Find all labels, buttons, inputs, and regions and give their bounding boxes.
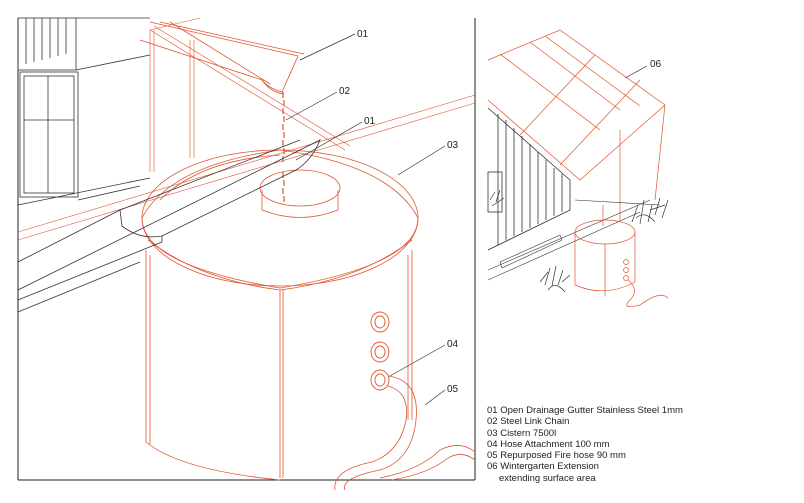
- overview-view: 06: [487, 29, 669, 307]
- wintergarten-roof: [487, 29, 666, 220]
- callout-01-top: 01: [357, 29, 369, 40]
- legend-item: 06 Wintergarten Extension: [487, 461, 599, 473]
- plants-overview: [489, 189, 669, 293]
- leader-lines: [285, 33, 446, 406]
- legend-item: 02 Steel Link Chain: [487, 416, 570, 428]
- callout-05: 05: [447, 384, 459, 395]
- detail-view: 01 02 01 03 04 05: [17, 17, 476, 491]
- legend-item: 05 Repurposed Fire hose 90 mm: [487, 450, 626, 462]
- facade-overview: [487, 107, 571, 251]
- callout-06: 06: [650, 59, 662, 70]
- steel-link-chain: [282, 92, 285, 202]
- callout-01-lower: 01: [364, 116, 376, 127]
- ground-overview: [487, 199, 661, 281]
- callout-04: 04: [447, 339, 459, 350]
- pergola: [17, 17, 476, 241]
- legend-item: 01 Open Drainage Gutter Stainless Steel …: [487, 405, 683, 416]
- lower-gutter: [17, 139, 321, 313]
- legend: 01 Open Drainage Gutter Stainless Steel …: [487, 405, 797, 484]
- callout-02: 02: [339, 86, 351, 97]
- leader-06: [624, 65, 648, 79]
- cistern: [141, 149, 419, 481]
- callout-03: 03: [447, 140, 459, 151]
- legend-item: 03 Cistern 7500l: [487, 427, 557, 439]
- fire-hose: [334, 375, 476, 491]
- legend-item: 04 Hose Attachment 100 mm: [487, 438, 610, 450]
- upper-gutter: [139, 21, 305, 95]
- building-facade: [17, 17, 151, 206]
- cistern-overview: [574, 205, 669, 307]
- legend-item: extending surface area: [499, 472, 596, 484]
- hose-attachments: [370, 311, 390, 391]
